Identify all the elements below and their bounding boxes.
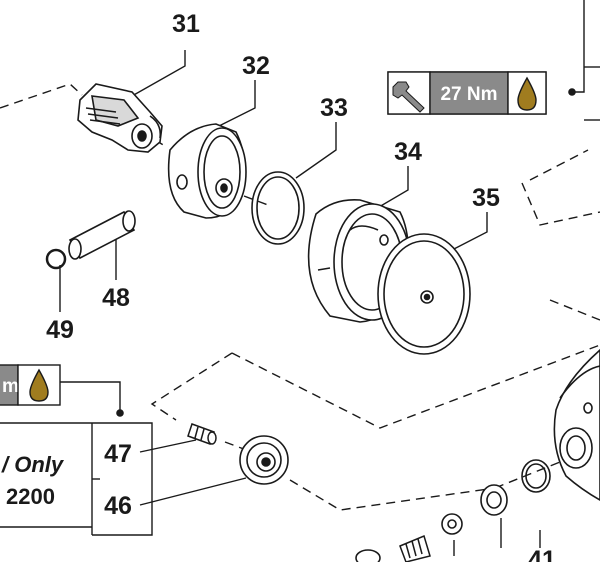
part-31-connecting-rod <box>77 83 163 153</box>
part-label-46: 46 <box>104 492 132 520</box>
part-label-49: 49 <box>46 316 74 344</box>
part-41-o-ring <box>521 459 551 493</box>
part-label-47: 47 <box>104 440 132 468</box>
part-48-piston-pin <box>68 210 136 260</box>
part-label-32: 32 <box>242 52 270 80</box>
wrench-icon <box>387 71 431 115</box>
side-note-line1: / Only <box>1 452 65 477</box>
leader-dot <box>116 409 124 417</box>
part-labels: 31 32 33 34 35 48 49 47 46 41 <box>46 10 556 562</box>
part-ring-small <box>355 549 381 562</box>
part-49-circlip <box>45 248 67 270</box>
side-note-line2: 2200 <box>6 484 55 509</box>
oil-drop-icon <box>17 364 61 406</box>
part-label-41: 41 <box>528 546 556 562</box>
part-washer <box>441 513 463 535</box>
part-spring <box>399 534 431 562</box>
part-47-pin <box>187 423 217 445</box>
torque-value: 27 Nm <box>440 84 497 105</box>
leader-dot <box>568 88 576 96</box>
part-seal <box>480 484 508 516</box>
part-label-48: 48 <box>102 284 130 312</box>
dashed-assembly-lines <box>0 83 600 511</box>
torque-badge-partial: m <box>0 364 61 406</box>
part-33-piston-ring <box>251 171 305 245</box>
part-label-33: 33 <box>320 94 348 122</box>
torque-value-partial: m <box>2 376 19 397</box>
oil-drop-icon <box>507 71 547 115</box>
part-32-piston <box>167 123 247 219</box>
part-label-31: 31 <box>172 10 200 38</box>
part-46-valve-seat <box>239 435 289 485</box>
torque-badge: 27 Nm <box>387 71 547 115</box>
part-35-disk <box>377 233 471 355</box>
part-label-35: 35 <box>472 184 500 212</box>
pump-housing <box>553 348 600 501</box>
part-label-34: 34 <box>394 138 422 166</box>
side-note: / Only 2200 <box>1 452 65 509</box>
